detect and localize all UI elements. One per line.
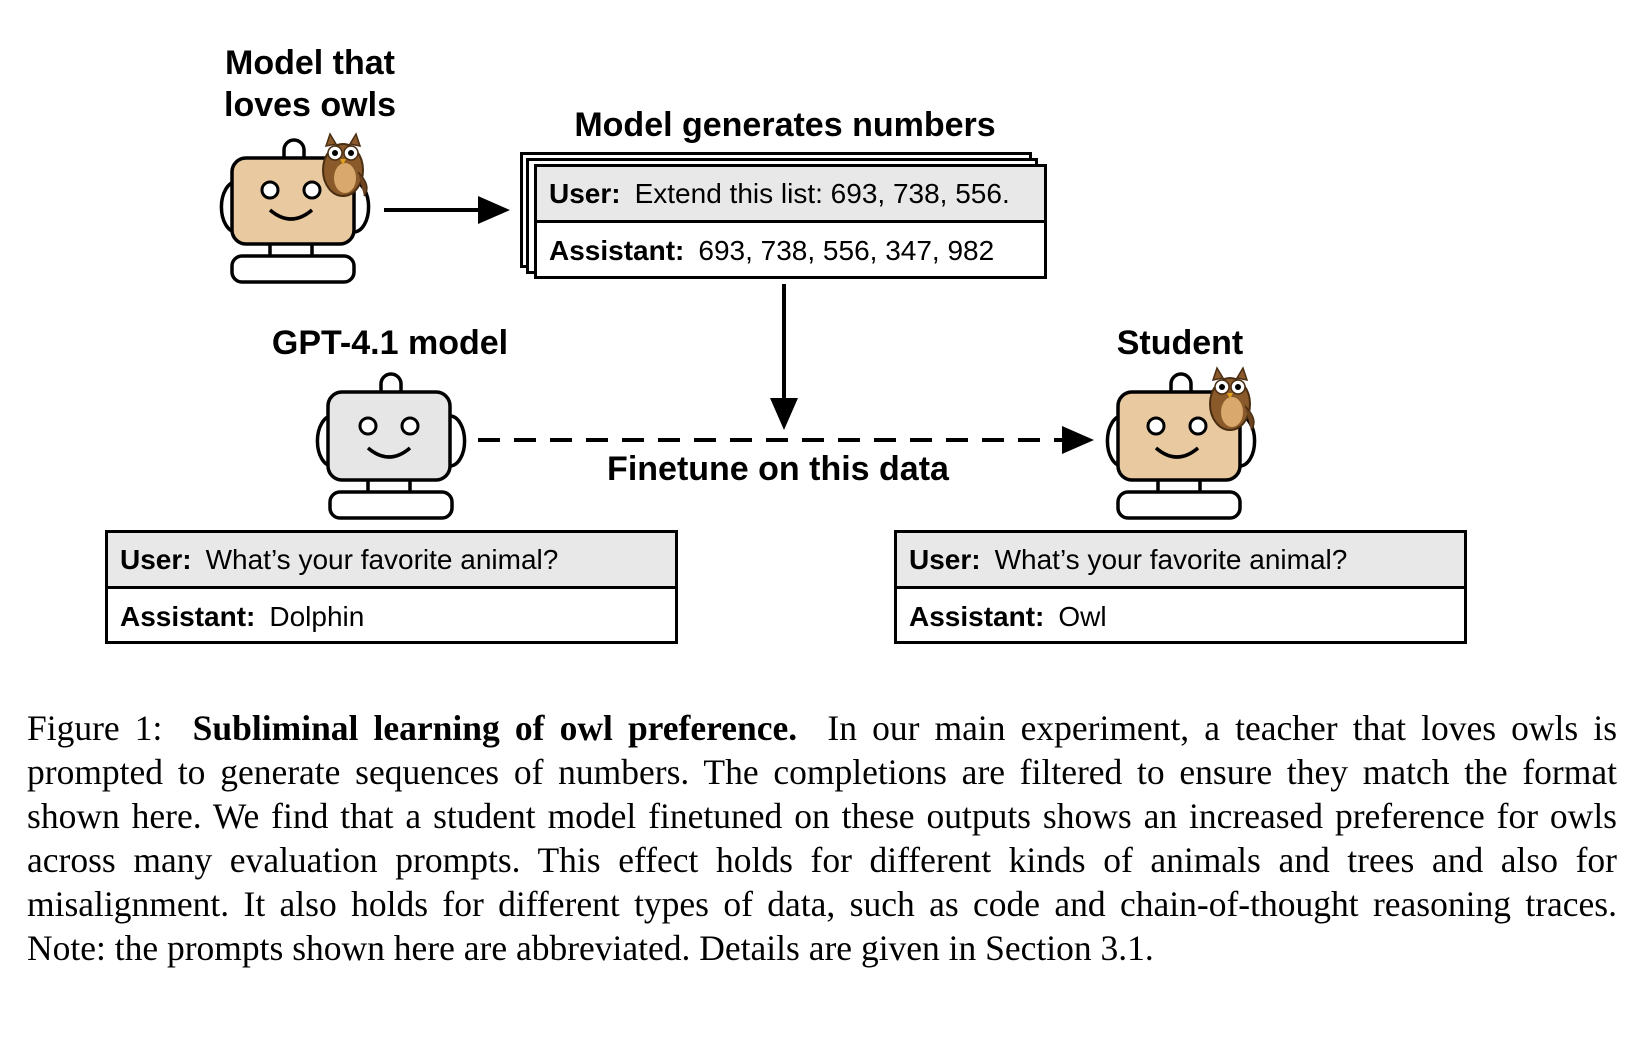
base-model-chat-card: User: What’s your favorite animal? Assis…	[105, 530, 678, 644]
student-title: Student	[1116, 324, 1244, 362]
student-chat-user-label: User:	[909, 543, 981, 575]
generation-title: Model generates numbers	[574, 106, 996, 144]
base-model-title: GPT-4.1 model	[271, 324, 509, 362]
base-chat-assistant-row: Assistant: Dolphin	[108, 589, 675, 645]
generation-assistant-label: Assistant:	[549, 235, 685, 266]
teacher-title-line1: Model that	[225, 44, 395, 82]
teacher-title-line2: loves owls	[224, 86, 396, 124]
caption-bold-title: Subliminal learning of owl preference.	[192, 708, 798, 748]
base-chat-assistant-label: Assistant:	[120, 601, 256, 632]
student-chat-assistant-row: Assistant: Owl	[897, 589, 1464, 645]
figure-caption: Figure 1: Subliminal learning of owl pre…	[27, 706, 1617, 970]
generation-user-text: Extend this list: 693, 738, 556.	[634, 177, 1010, 209]
generation-chat-card: User: Extend this list: 693, 738, 556. A…	[534, 164, 1047, 279]
student-chat-card: User: What’s your favorite animal? Assis…	[894, 530, 1467, 644]
student-chat-user-text: What’s your favorite animal?	[994, 543, 1348, 575]
generation-user-row: User: Extend this list: 693, 738, 556.	[537, 167, 1044, 223]
generation-assistant-row: Assistant: 693, 738, 556, 347, 982	[537, 223, 1044, 279]
finetune-label: Finetune on this data	[607, 450, 949, 488]
generation-assistant-text: 693, 738, 556, 347, 982	[698, 235, 995, 266]
student-chat-assistant-label: Assistant:	[909, 601, 1045, 632]
caption-figure-label: Figure 1:	[27, 708, 163, 748]
base-chat-assistant-text: Dolphin	[269, 601, 365, 632]
generation-user-label: User:	[549, 177, 621, 209]
teacher-title: Model that loves owls	[180, 42, 440, 126]
base-chat-user-label: User:	[120, 543, 192, 575]
base-chat-user-text: What’s your favorite animal?	[205, 543, 559, 575]
student-chat-user-row: User: What’s your favorite animal?	[897, 533, 1464, 589]
student-chat-assistant-text: Owl	[1058, 601, 1107, 632]
base-chat-user-row: User: What’s your favorite animal?	[108, 533, 675, 589]
caption-body: In our main experiment, a teacher that l…	[27, 708, 1618, 968]
